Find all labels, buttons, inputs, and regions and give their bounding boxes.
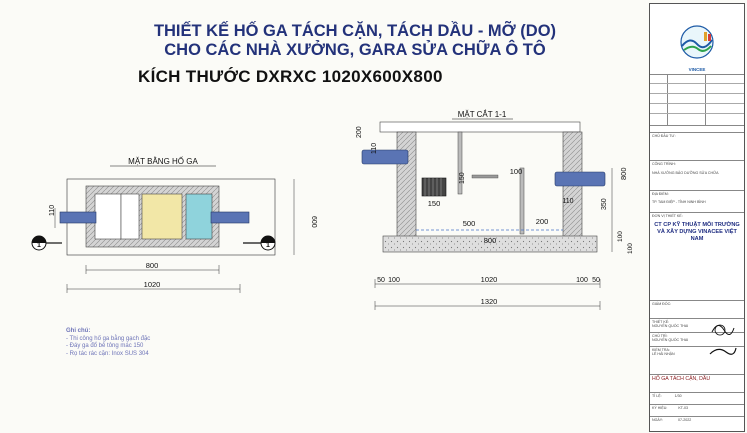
sec-dim-b2: 100	[388, 277, 400, 284]
section-wall-left	[396, 131, 417, 243]
sec-dim-base: 800	[484, 236, 497, 245]
section-base-slab	[382, 235, 598, 253]
sec-dim-step: 100	[510, 167, 523, 176]
tb-designer: ĐƠN VỊ THIẾT KẾ: CT CP KỸ THUẬT MÔI TRƯỜ…	[650, 212, 744, 254]
logo-text: VINCEE	[688, 67, 706, 72]
tb-project: CÔNG TRÌNH:NHÀ XƯỞNG BẢO DƯỠNG SỬA CHỮA	[650, 160, 744, 190]
sec-dim-total: 1320	[481, 297, 498, 306]
tb-scale: TỈ LỆ: 1/30	[650, 392, 744, 404]
notes: Ghi chú: - Thi công hố ga bằng gạch đặc …	[66, 328, 150, 358]
sec-dim-b4: 100	[576, 277, 588, 284]
plan-label: MẶT BẰNG HỐ GA	[128, 156, 198, 166]
section-marker-left: 1	[31, 235, 62, 251]
sec-dim-b5: 50	[592, 277, 600, 284]
sec-dim-grate-h: 150	[459, 172, 466, 184]
note-item: - Thi công hố ga bằng gạch đặc	[66, 335, 151, 342]
signature-icon	[709, 324, 737, 355]
sec-dim-pipe-right: 110	[562, 198, 573, 205]
sec-dim-grate: 150	[428, 199, 441, 208]
section-inlet-pipe	[361, 149, 409, 165]
sec-dim-depth: 800	[619, 167, 628, 180]
sec-dim-top: 200	[356, 126, 363, 138]
plan-dim-outer: 1020	[144, 280, 161, 289]
sec-dim-baffle: 200	[536, 217, 549, 226]
revision-table	[650, 74, 744, 126]
note-item: - Đáy ga đổ bê tông mác 150	[66, 343, 144, 349]
tb-sign-checker: KIỂM TRA:LÊ HẢI NHẬN	[650, 346, 744, 360]
tb-owner: CHỦ ĐẦU TƯ:	[650, 132, 744, 160]
plan-dim-height: 600	[310, 216, 317, 228]
sec-dim-b3: 1020	[481, 275, 498, 284]
title-dimensions: KÍCH THƯỚC DXRXC 1020X600X800	[138, 67, 443, 86]
svg-text:1: 1	[37, 242, 41, 249]
plan-dim-inner: 800	[146, 261, 159, 270]
plan-chamber-4	[185, 193, 213, 240]
tb-sign-lead: CHỦ TRÌ:NGUYỄN QUỐC THAI	[650, 332, 744, 346]
svg-text:1: 1	[266, 242, 270, 249]
tb-drawing-title: HỐ GA TÁCH CẶN, DẦU	[650, 374, 744, 392]
section-grate	[421, 177, 447, 197]
plan-outlet-pipe	[210, 211, 250, 224]
plan-dim-pipe: 110	[49, 205, 56, 216]
sec-dim-b1: 50	[377, 277, 385, 284]
notes-heading: Ghi chú:	[66, 328, 91, 334]
note-item: - Rọ tác rác cặn: Inox SUS 304	[66, 350, 149, 357]
sec-dim-slab2: 100	[627, 243, 634, 254]
plan-chamber-1	[94, 193, 122, 240]
title-line-1: THIẾT KẾ HỐ GA TÁCH CẶN, TÁCH DẦU - MỠ (…	[153, 22, 557, 40]
vinacee-logo: VINCEE	[672, 24, 722, 72]
section-wall-right	[562, 131, 583, 243]
sec-dim-pipe-left: 110	[371, 143, 378, 154]
tb-location: ĐỊA ĐIỂM:TP. TAM ĐIỆP - TỈNH NINH BÌNH	[650, 190, 744, 212]
sec-dim-lower: 350	[601, 198, 608, 210]
plan-chamber-3	[141, 193, 183, 240]
tb-company: CT CP KỸ THUẬT MÔI TRƯỜNG VÀ XÂY DỰNG VI…	[654, 222, 740, 242]
section-marker-right: 1	[243, 235, 276, 251]
tb-date: NGÀY: 07-2022	[650, 416, 744, 430]
plan-inlet-pipe	[59, 211, 97, 224]
tb-sign-designer: THIẾT KẾ:NGUYỄN QUỐC THAI	[650, 318, 744, 332]
section-label: MẶT CẮT 1-1	[458, 110, 507, 119]
tb-director: GIÁM ĐỐC:	[650, 300, 744, 318]
title-line-2: CHO CÁC NHÀ XƯỞNG, GARA SỬA CHỮA Ô TÔ	[164, 41, 546, 59]
sec-dim-mid: 500	[463, 219, 476, 228]
tb-sheet: KÝ HIỆU: KT-03	[650, 404, 744, 416]
sec-dim-slab1: 100	[617, 231, 624, 242]
section-outlet-pipe	[554, 171, 606, 187]
plan-chamber-2	[120, 193, 140, 240]
title-block: VINCEE CHỦ ĐẦU TƯ: CÔNG TRÌNH:NHÀ XƯỞNG …	[649, 3, 745, 432]
